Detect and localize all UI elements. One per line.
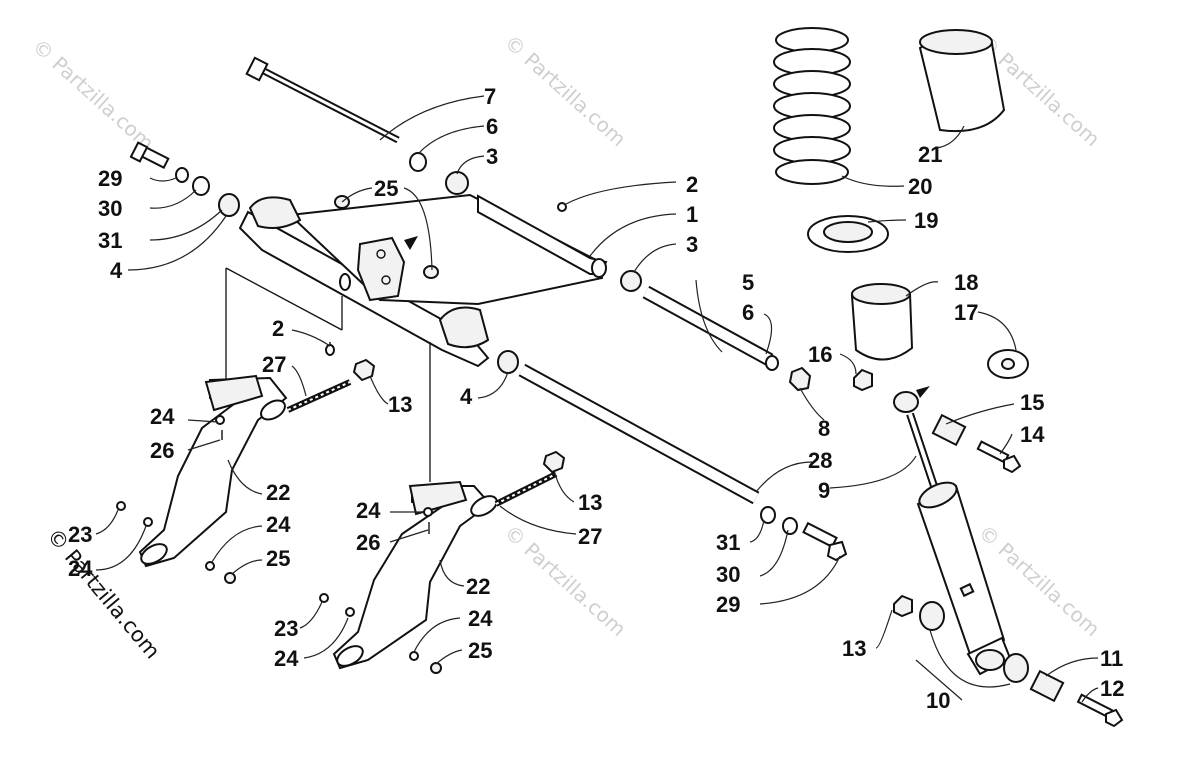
callout-4: 4 bbox=[460, 384, 473, 409]
bolt-29-left bbox=[129, 141, 170, 169]
callout-21: 21 bbox=[918, 142, 942, 167]
callout-3: 3 bbox=[686, 232, 698, 257]
callout-19: 19 bbox=[914, 208, 938, 233]
spring-retainer-19 bbox=[807, 215, 889, 253]
callout-31: 31 bbox=[716, 530, 740, 555]
bushing-15 bbox=[931, 413, 967, 447]
bushing-3-right bbox=[620, 270, 642, 292]
callout-22: 22 bbox=[266, 480, 290, 505]
washer-30-right bbox=[782, 517, 798, 535]
grease-fitting-2-left bbox=[325, 342, 335, 356]
callout-29: 29 bbox=[98, 166, 122, 191]
coil-spring-20 bbox=[773, 27, 851, 185]
callout-2: 2 bbox=[686, 172, 698, 197]
callout-12: 12 bbox=[1100, 676, 1124, 701]
callout-24: 24 bbox=[468, 606, 493, 631]
bushing-10-left bbox=[919, 601, 945, 631]
assembly-guide-lines bbox=[225, 267, 431, 482]
callout-16: 16 bbox=[808, 342, 832, 367]
bushing-6-top bbox=[409, 152, 427, 172]
bolt-14 bbox=[976, 440, 1022, 474]
callout-4: 4 bbox=[110, 258, 123, 283]
callout-9: 9 bbox=[818, 478, 830, 503]
callout-24: 24 bbox=[356, 498, 381, 523]
callout-24: 24 bbox=[68, 556, 93, 581]
callout-25: 25 bbox=[374, 176, 398, 201]
callout-1: 1 bbox=[686, 202, 698, 227]
spacer-4-left bbox=[218, 193, 240, 217]
callout-20: 20 bbox=[908, 174, 932, 199]
callout-3: 3 bbox=[486, 144, 498, 169]
lower-link-right bbox=[332, 471, 558, 670]
callout-18: 18 bbox=[954, 270, 978, 295]
callout-13: 13 bbox=[842, 636, 866, 661]
callout-6: 6 bbox=[742, 300, 754, 325]
callout-22: 22 bbox=[466, 574, 490, 599]
callout-23: 23 bbox=[274, 616, 298, 641]
bumper-18 bbox=[850, 283, 914, 361]
callout-5: 5 bbox=[742, 270, 754, 295]
callout-6: 6 bbox=[486, 114, 498, 139]
callout-13: 13 bbox=[388, 392, 412, 417]
nut-13-left bbox=[352, 358, 376, 382]
washer-17 bbox=[987, 349, 1029, 379]
swing-arm bbox=[238, 193, 608, 368]
hardware-left-lower bbox=[116, 501, 236, 584]
rear-shaft-28 bbox=[518, 363, 760, 505]
bushing-6-right bbox=[765, 355, 779, 371]
callout-24: 24 bbox=[266, 512, 291, 537]
callout-15: 15 bbox=[1020, 390, 1044, 415]
boot-21 bbox=[918, 29, 1006, 133]
callout-30: 30 bbox=[716, 562, 740, 587]
callout-26: 26 bbox=[150, 438, 174, 463]
callout-26: 26 bbox=[356, 530, 380, 555]
callout-25: 25 bbox=[266, 546, 290, 571]
nut-16 bbox=[853, 368, 873, 392]
callout-14: 14 bbox=[1020, 422, 1045, 447]
callout-25: 25 bbox=[468, 638, 492, 663]
bolt-12 bbox=[1076, 693, 1124, 728]
callout-24: 24 bbox=[150, 404, 175, 429]
callout-31: 31 bbox=[98, 228, 122, 253]
callout-28: 28 bbox=[808, 448, 832, 473]
callout-8: 8 bbox=[818, 416, 830, 441]
callout-27: 27 bbox=[578, 524, 602, 549]
callout-17: 17 bbox=[954, 300, 978, 325]
spacer-4-middle bbox=[497, 350, 519, 374]
callout-labels: 7 6 3 29 30 31 4 25 2 1 3 21 20 19 18 17… bbox=[68, 84, 1124, 713]
callout-23: 23 bbox=[68, 522, 92, 547]
nut-13-middle bbox=[542, 450, 566, 474]
callout-2: 2 bbox=[272, 316, 284, 341]
callout-24: 24 bbox=[274, 646, 299, 671]
callout-11: 11 bbox=[1100, 646, 1123, 671]
washer-31-right bbox=[760, 506, 776, 524]
cross-shaft-5 bbox=[642, 285, 774, 367]
callout-7: 7 bbox=[484, 84, 496, 109]
nut-13-right bbox=[893, 594, 913, 618]
washer-31-left bbox=[192, 176, 210, 196]
callout-10: 10 bbox=[926, 688, 950, 713]
nut-8 bbox=[788, 366, 812, 392]
callout-30: 30 bbox=[98, 196, 122, 221]
long-axle-bolt bbox=[245, 56, 400, 144]
callout-13: 13 bbox=[578, 490, 602, 515]
bushing-10-right bbox=[1003, 653, 1029, 683]
sleeve-11 bbox=[1029, 669, 1065, 703]
callout-27: 27 bbox=[262, 352, 286, 377]
bushing-3-top bbox=[445, 171, 469, 195]
bolt-29-right bbox=[802, 521, 848, 562]
washer-30-left bbox=[175, 167, 189, 183]
leader-lines bbox=[95, 95, 1099, 703]
lower-link-left bbox=[138, 374, 352, 568]
callout-29: 29 bbox=[716, 592, 740, 617]
side-copyright: © Partzilla.com bbox=[42, 524, 165, 664]
